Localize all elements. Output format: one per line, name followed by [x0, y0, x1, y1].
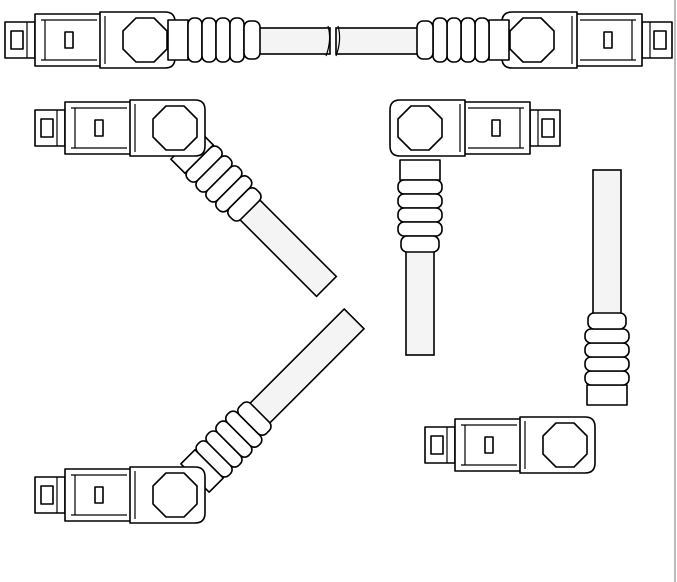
connector-head-left — [4, 11, 176, 69]
connector-head-right — [501, 11, 673, 69]
connector-head — [34, 466, 206, 524]
connector-head — [34, 99, 206, 157]
angled-connector-up-right — [34, 307, 366, 524]
connector-head — [424, 416, 596, 474]
angled-connector-down-right — [34, 99, 338, 298]
connector-head — [389, 99, 561, 157]
straight-cable-assembly — [4, 11, 673, 69]
strain-relief-left — [167, 17, 261, 63]
strain-relief-right — [416, 17, 510, 63]
angled-connector-up — [424, 169, 630, 474]
angled-connector-down — [389, 99, 561, 356]
